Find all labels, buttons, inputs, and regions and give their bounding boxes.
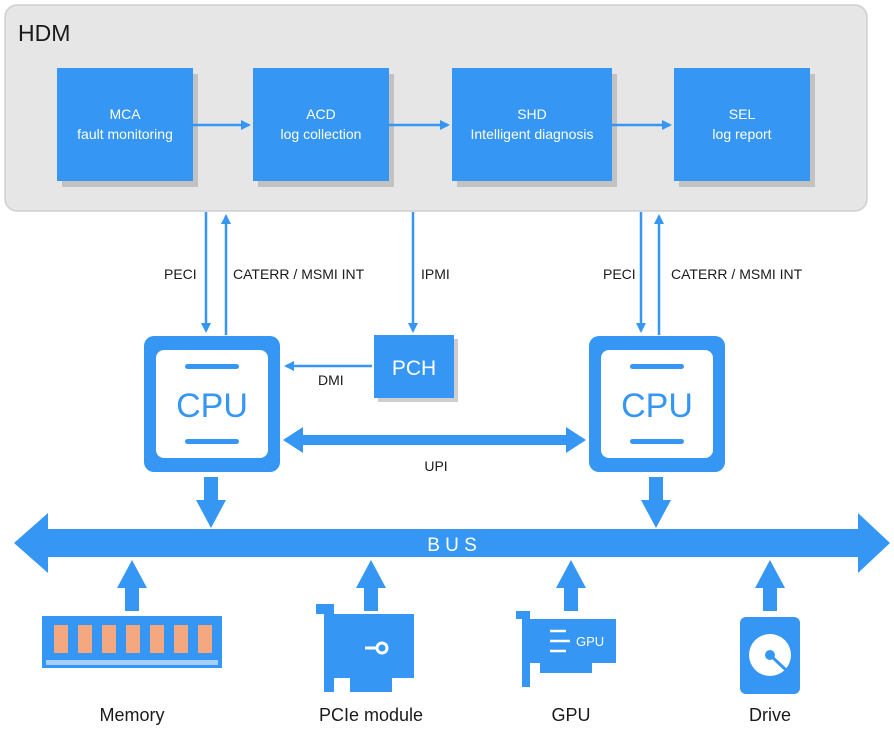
gpu-badge: GPU (576, 634, 604, 649)
arrow-drive-bus (755, 560, 785, 611)
stage-acd-desc: log collection (281, 126, 362, 142)
cpu-right: CPU (589, 336, 725, 472)
arrow-pcie-bus (356, 560, 386, 611)
label-caterr-left: CATERR / MSMI INT (233, 266, 365, 282)
bus-arrow (14, 513, 890, 573)
label-ipmi: IPMI (421, 266, 450, 282)
cpu-left: CPU (144, 336, 280, 472)
arrow-cpu-left-bus (196, 477, 226, 528)
label-peci-left: PECI (164, 266, 197, 282)
stage-acd: ACD log collection (253, 68, 394, 187)
bus-label: B U S (427, 535, 477, 556)
device-label-pcie: PCIe module (319, 705, 423, 725)
stage-shd: SHD Intelligent diagnosis (452, 68, 617, 187)
pch-box: PCH (374, 335, 458, 402)
gpu-card-icon: GPU (516, 611, 616, 687)
stage-shd-desc: Intelligent diagnosis (471, 126, 594, 142)
device-label-memory: Memory (99, 705, 164, 725)
device-label-drive: Drive (749, 705, 791, 725)
arrow-gpu-bus (556, 560, 586, 611)
hdm-title: HDM (18, 20, 70, 46)
cpu-right-label: CPU (621, 387, 693, 425)
label-caterr-right: CATERR / MSMI INT (671, 266, 803, 282)
upi-arrow (283, 427, 586, 453)
arrow-memory-bus (117, 560, 147, 611)
pch-label: PCH (392, 357, 436, 380)
stage-shd-title: SHD (517, 106, 547, 122)
device-label-gpu: GPU (551, 705, 590, 725)
stage-sel: SEL log report (674, 68, 815, 187)
stage-sel-desc: log report (712, 126, 771, 142)
drive-icon (740, 617, 800, 694)
label-peci-right: PECI (603, 266, 636, 282)
hdm-links (201, 212, 664, 371)
memory-icon (42, 616, 222, 668)
stage-acd-title: ACD (306, 106, 336, 122)
hdm-panel: HDM (4, 4, 868, 212)
label-upi: UPI (424, 458, 447, 474)
stage-mca-title: MCA (109, 106, 141, 122)
stage-sel-title: SEL (729, 106, 756, 122)
stage-mca: MCA fault monitoring (57, 68, 198, 187)
cpu-left-label: CPU (176, 387, 248, 425)
pcie-card-icon (316, 604, 414, 692)
label-dmi: DMI (318, 372, 344, 388)
stage-mca-desc: fault monitoring (77, 126, 173, 142)
arrow-cpu-right-bus (641, 477, 671, 528)
